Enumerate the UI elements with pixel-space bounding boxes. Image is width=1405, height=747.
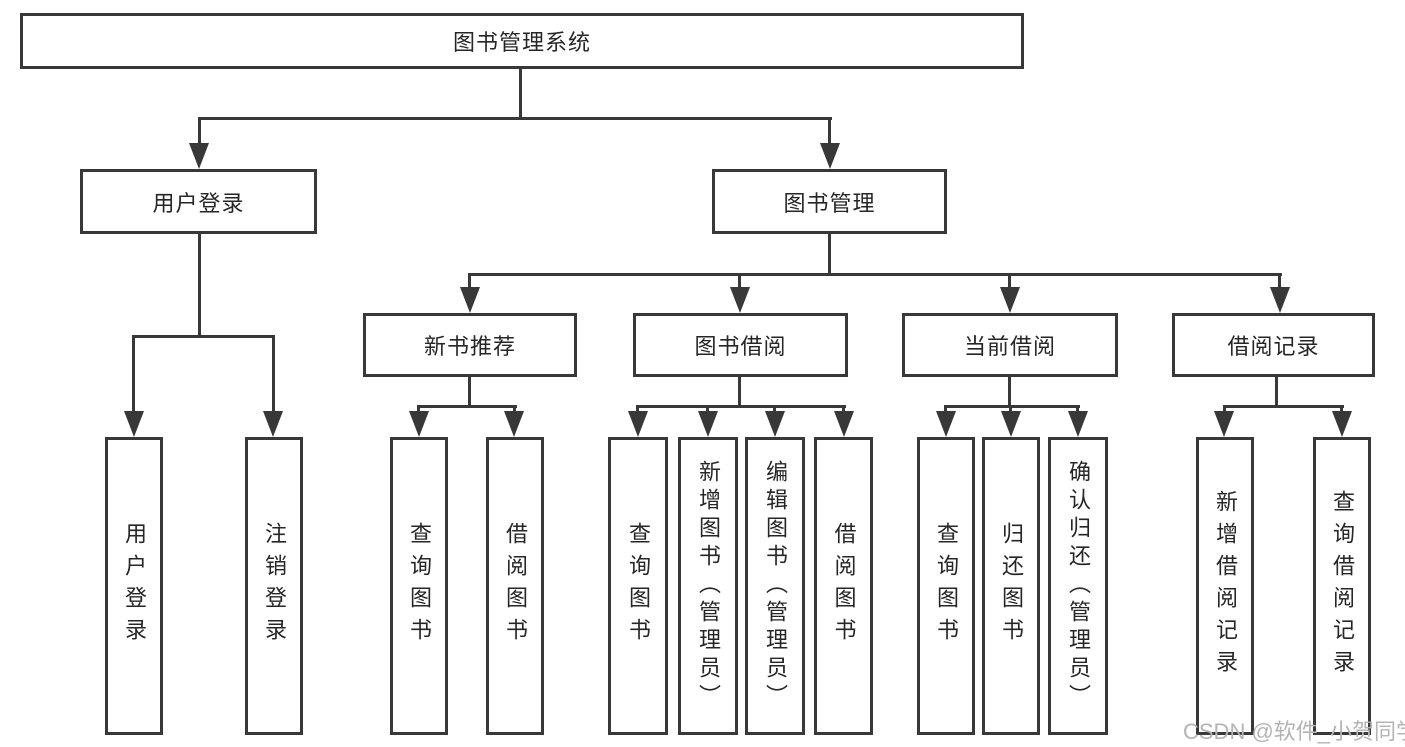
- arrowhead-icon: [820, 143, 840, 169]
- arrowhead-icon: [765, 411, 785, 437]
- arrowhead-icon: [1068, 411, 1088, 437]
- arrowhead-icon: [189, 143, 209, 169]
- connector-line: [738, 273, 741, 293]
- node-label: 新书推荐: [423, 334, 516, 359]
- node-new-book-recommend: 新书推荐: [363, 313, 577, 377]
- node-book-management: 图书管理: [712, 169, 947, 234]
- leaf-label: 新增借阅记录: [1213, 490, 1238, 682]
- arrowhead-icon: [698, 411, 718, 437]
- leaf-label: 查询图书: [934, 522, 959, 650]
- node-borrowing-records: 借阅记录: [1172, 313, 1375, 377]
- leaf-borrow-books: 借阅图书: [814, 437, 873, 735]
- arrowhead-icon: [834, 411, 854, 437]
- connector-line: [1275, 377, 1278, 408]
- leaf-add-borrow-record: 新增借阅记录: [1196, 437, 1254, 735]
- connector-line: [468, 273, 1282, 276]
- connector-line: [828, 117, 831, 152]
- arrowhead-icon: [1332, 411, 1352, 437]
- leaf-query-books-current: 查询图书: [917, 437, 975, 735]
- arrowhead-icon: [1214, 411, 1234, 437]
- arrowhead-icon: [124, 411, 144, 437]
- connector-line: [944, 405, 1080, 408]
- connector-line: [738, 377, 741, 408]
- connector-line: [272, 335, 275, 417]
- arrowhead-icon: [460, 287, 480, 313]
- node-label: 用户登录: [152, 190, 245, 216]
- leaf-label: 借阅图书: [831, 522, 857, 650]
- leaf-label: 新增图书（管理员）: [696, 460, 721, 712]
- leaf-label: 归还图书: [999, 522, 1024, 650]
- node-library-management-system: 图书管理系统: [20, 13, 1024, 69]
- connector-line: [519, 69, 522, 120]
- leaf-label: 确认归还（管理员）: [1066, 460, 1091, 712]
- arrowhead-icon: [730, 287, 750, 313]
- arrowhead-icon: [504, 411, 524, 437]
- connector-line: [1008, 377, 1011, 408]
- csdn-watermark: CSDN @软件_小贺同学: [1183, 719, 1405, 744]
- arrowhead-icon: [936, 411, 956, 437]
- connector-line: [198, 117, 832, 120]
- leaf-query-books-recommend: 查询图书: [390, 437, 448, 735]
- leaf-logout: 注销登录: [245, 437, 303, 735]
- leaf-label: 借阅图书: [503, 522, 528, 650]
- leaf-add-books-admin: 新增图书（管理员）: [678, 437, 738, 735]
- leaf-query-borrow-record: 查询借阅记录: [1313, 437, 1371, 735]
- connector-line: [1223, 405, 1344, 408]
- leaf-return-books: 归还图书: [982, 437, 1040, 735]
- node-label: 图书管理: [783, 190, 876, 216]
- connector-line: [132, 335, 135, 417]
- connector-line: [828, 234, 831, 275]
- node-label: 图书借阅: [694, 334, 787, 359]
- connector-line: [198, 234, 201, 338]
- leaf-label: 用户登录: [122, 522, 147, 650]
- leaf-label: 编辑图书（管理员）: [763, 460, 788, 712]
- arrowhead-icon: [1270, 287, 1290, 313]
- leaf-label: 查询图书: [626, 522, 651, 650]
- arrowhead-icon: [1000, 287, 1020, 313]
- leaf-borrow-books-recommend: 借阅图书: [486, 437, 544, 735]
- leaf-user-login: 用户登录: [105, 437, 163, 735]
- arrowhead-icon: [1001, 411, 1021, 437]
- node-book-borrowing: 图书借阅: [633, 313, 848, 377]
- connector-line: [1008, 273, 1011, 293]
- arrowhead-icon: [263, 411, 283, 437]
- node-label: 图书管理系统: [452, 30, 591, 55]
- arrowhead-icon: [628, 411, 648, 437]
- leaf-edit-books-admin: 编辑图书（管理员）: [745, 437, 805, 735]
- node-user-login: 用户登录: [80, 169, 317, 234]
- leaf-query-books-borrow: 查询图书: [608, 437, 668, 735]
- leaf-confirm-return-admin: 确认归还（管理员）: [1048, 437, 1108, 735]
- leaf-label: 注销登录: [262, 522, 287, 650]
- connector-line: [468, 273, 471, 293]
- arrowhead-icon: [409, 411, 429, 437]
- leaf-label: 查询借阅记录: [1330, 490, 1355, 682]
- connector-line: [468, 377, 471, 408]
- node-label: 当前借阅: [963, 334, 1056, 359]
- node-label: 借阅记录: [1227, 334, 1320, 359]
- connector-line: [132, 335, 275, 338]
- connector-line: [417, 405, 517, 408]
- connector-line: [198, 117, 201, 152]
- connector-line: [636, 405, 846, 408]
- leaf-label: 查询图书: [407, 522, 432, 650]
- connector-line: [1278, 273, 1281, 293]
- node-current-borrowing: 当前借阅: [902, 313, 1118, 377]
